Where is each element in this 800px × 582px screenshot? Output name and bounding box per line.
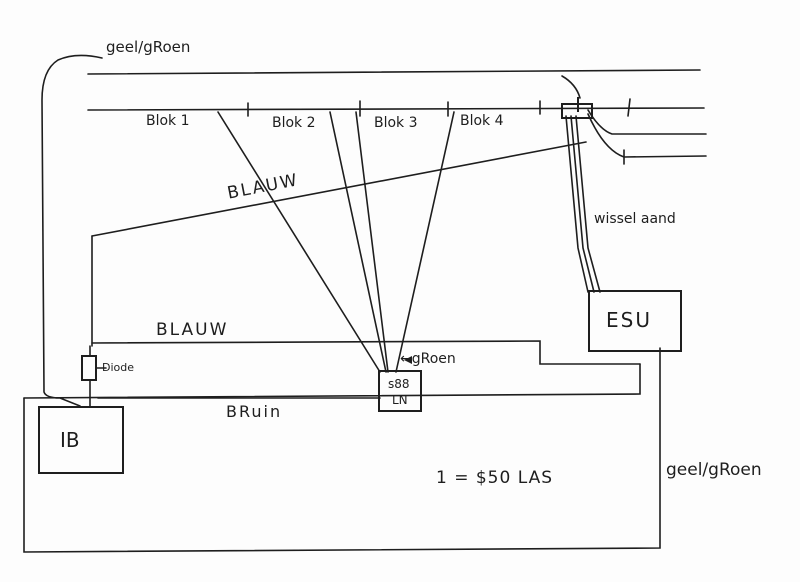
- wissel-cable: [565, 115, 589, 293]
- s88-label: s88: [388, 377, 410, 391]
- feed-blok3: [355, 111, 389, 373]
- groen-label: ←gRoen: [400, 351, 456, 367]
- turnout-branch: [587, 113, 707, 158]
- geel-groen-wire-left: [41, 54, 103, 407]
- esu-box: ESU: [588, 290, 682, 352]
- block-rail: [87, 107, 705, 111]
- block-separator: [627, 98, 631, 117]
- feed-blok1: [217, 111, 381, 373]
- groen-arrow-head: [404, 356, 412, 364]
- feed-blok2: [329, 111, 387, 373]
- turnout-curl: [561, 75, 581, 99]
- blauw-wire-lower: [91, 340, 641, 365]
- note-label: 1 = $50 LAS: [436, 468, 554, 488]
- bruin-label: BRuin: [226, 402, 283, 421]
- esu-label: ESU: [606, 308, 652, 332]
- top-rail: [87, 69, 701, 75]
- bottom-loop: [23, 347, 661, 553]
- blok-1-label: Blok 1: [146, 113, 190, 129]
- blauw-label-lower: BLAUW: [156, 320, 229, 340]
- blok-4-label: Blok 4: [460, 113, 504, 129]
- s88-box: s88 LN: [378, 370, 422, 412]
- ib-box: IB: [38, 406, 124, 474]
- turnout-branch: [587, 109, 707, 135]
- blok-2-label: Blok 2: [272, 115, 316, 131]
- geel-groen-label-right: geel/gRoen: [666, 460, 762, 480]
- bottom-loop-inner: [23, 363, 641, 399]
- s88-ln-label: LN: [392, 393, 408, 407]
- wissel-cable: [570, 115, 595, 293]
- ib-label: IB: [60, 428, 80, 452]
- wissel-aand-label: wissel aand: [594, 211, 676, 227]
- geel-groen-label-top: geel/gRoen: [106, 38, 191, 56]
- diode-body: [81, 355, 97, 381]
- feed-blok4: [395, 111, 455, 373]
- diode-label: Diode: [102, 361, 135, 374]
- blok-3-label: Blok 3: [374, 115, 418, 131]
- wissel-cable: [575, 115, 601, 293]
- blauw-wire-upper: [91, 141, 587, 237]
